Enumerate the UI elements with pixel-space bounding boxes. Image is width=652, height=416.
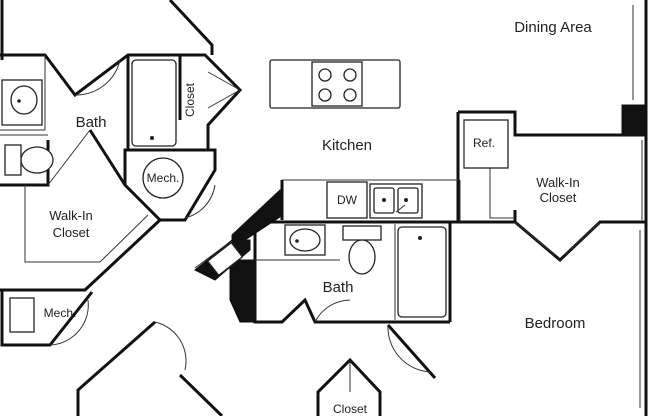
toilet-center	[342, 225, 382, 275]
bathtub-center	[397, 226, 447, 318]
label-bath-upper: Bath	[76, 114, 107, 131]
mech-unit-upper	[142, 157, 184, 199]
label-closet-bottom: Closet	[333, 402, 368, 416]
label-dishwasher: DW	[337, 193, 358, 207]
label-walkin-right-2: Closet	[540, 190, 577, 205]
label-closet-upper: Closet	[183, 82, 197, 117]
label-dining-area: Dining Area	[514, 19, 592, 36]
mech-unit-lower	[9, 297, 35, 333]
label-walkin-right-1: Walk-In	[536, 175, 580, 190]
label-kitchen: Kitchen	[322, 137, 372, 154]
doors	[47, 59, 601, 392]
bathtub-upper	[131, 59, 177, 147]
kitchen-sink	[369, 183, 423, 219]
refrigerator	[463, 119, 509, 169]
label-refrigerator: Ref.	[473, 136, 495, 150]
toilet-upper	[4, 144, 54, 176]
label-mech-upper: Mech.	[147, 171, 180, 185]
label-bedroom: Bedroom	[525, 315, 586, 332]
closet-shelf	[206, 241, 244, 277]
label-bath-center: Bath	[323, 279, 354, 296]
labels: Dining Area Kitchen Bath Closet Mech. Wa…	[44, 19, 593, 416]
fixtures	[1, 59, 509, 333]
label-walkin-left-2: Closet	[53, 225, 90, 240]
label-walkin-left-1: Walk-In	[49, 208, 93, 223]
label-mech-lower: Mech.	[44, 306, 77, 320]
dishwasher	[326, 181, 368, 219]
